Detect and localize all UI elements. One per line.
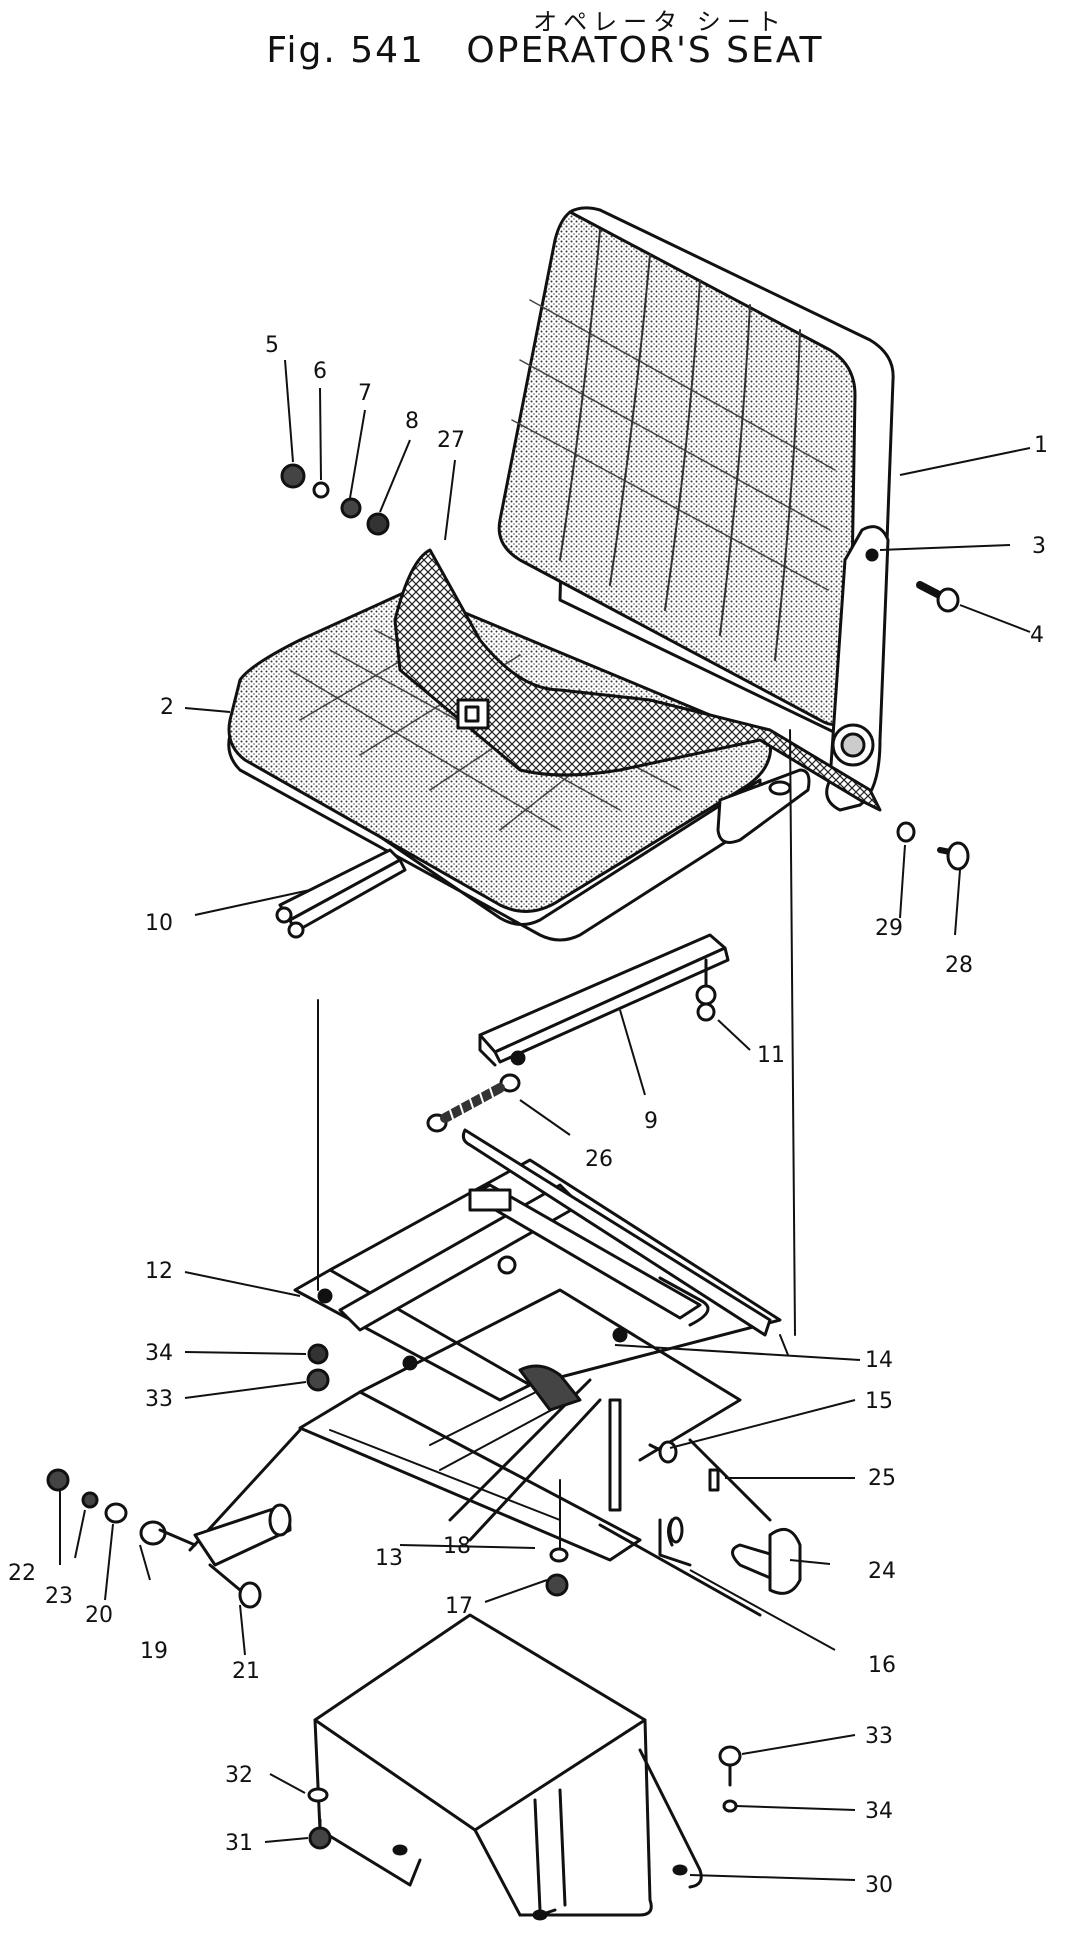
slide-rail-9 [478, 933, 730, 1067]
callout-19: 19 [140, 1639, 168, 1664]
callout-33-lower: 33 [865, 1724, 893, 1749]
nut-22 [46, 1468, 70, 1492]
pin-21 [208, 1563, 262, 1609]
washer-34-lower [722, 1799, 738, 1813]
callout-18: 18 [443, 1534, 471, 1559]
bolt-28 [937, 841, 970, 871]
japanese-title: オペレータ シート [533, 8, 787, 36]
callout-5: 5 [265, 333, 279, 358]
slide-rail-10 [275, 848, 407, 939]
damper-19 [139, 1428, 302, 1567]
callout-4: 4 [1030, 623, 1044, 648]
washer-7 [340, 497, 362, 519]
washer-23 [81, 1491, 99, 1509]
figure-title: Fig. 541 OPERATOR'S SEAT [0, 30, 1090, 71]
callout-16: 16 [868, 1653, 896, 1678]
washer-29 [896, 821, 916, 843]
leader-lines [59, 359, 1031, 1881]
callout-27: 27 [437, 428, 465, 453]
callout-7: 7 [358, 381, 372, 406]
washer-8 [366, 512, 390, 536]
washer-6 [312, 481, 330, 499]
callout-28: 28 [945, 953, 973, 978]
callout-23: 23 [45, 1584, 73, 1609]
callout-24: 24 [868, 1559, 896, 1584]
callout-10: 10 [145, 911, 173, 936]
callout-1: 1 [1034, 433, 1048, 458]
callout-25: 25 [868, 1466, 896, 1491]
callout-20: 20 [85, 1603, 113, 1628]
rear-bracket [716, 768, 811, 844]
callout-2: 2 [160, 695, 174, 720]
bolt-31 [308, 1818, 332, 1850]
callout-32: 32 [225, 1763, 253, 1788]
callout-15: 15 [865, 1389, 893, 1414]
suspension-upper-frame [293, 1128, 782, 1402]
suspension-lower-frame [298, 1288, 742, 1562]
callout-34-upper: 34 [145, 1341, 173, 1366]
seat-base-30 [313, 1613, 703, 1921]
callout-6: 6 [313, 359, 327, 384]
callout-labels: 1 2 3 4 5 6 7 8 9 10 11 12 13 14 15 16 1… [8, 333, 1048, 1898]
callout-33-upper: 33 [145, 1387, 173, 1412]
callout-22: 22 [8, 1561, 36, 1586]
pin-25 [708, 1468, 720, 1492]
callout-9: 9 [644, 1109, 658, 1134]
figure-name: OPERATOR'S SEAT [466, 30, 824, 71]
callout-26: 26 [585, 1147, 613, 1172]
bolt-4 [916, 581, 960, 613]
callout-21: 21 [232, 1659, 260, 1684]
callout-31: 31 [225, 1831, 253, 1856]
callout-17: 17 [445, 1594, 473, 1619]
callout-3: 3 [1032, 534, 1046, 559]
adjust-knob-24 [688, 1438, 802, 1595]
spring-26 [426, 1073, 521, 1133]
seat-backrest [497, 206, 895, 739]
washer-34-upper [307, 1343, 329, 1365]
bolt-33-lower [718, 1745, 742, 1787]
callout-29: 29 [875, 916, 903, 941]
callout-8: 8 [405, 409, 419, 434]
nut-33-upper [306, 1368, 330, 1392]
nut-5 [280, 463, 306, 489]
figure-number: Fig. 541 [266, 30, 425, 71]
seat-belt-mesh [393, 548, 882, 812]
adjust-rod-16 [598, 1516, 762, 1617]
callout-30: 30 [865, 1873, 893, 1898]
callout-34-lower: 34 [865, 1799, 893, 1824]
washer-32 [307, 1787, 329, 1803]
bolt-11 [695, 958, 717, 1022]
bushing-20 [104, 1502, 128, 1524]
callout-13: 13 [375, 1546, 403, 1571]
washer-18 [549, 1479, 569, 1563]
callout-11: 11 [757, 1043, 785, 1068]
nut-17 [545, 1573, 569, 1597]
callout-14: 14 [865, 1348, 893, 1373]
backrest-bracket [825, 525, 890, 812]
callout-12: 12 [145, 1259, 173, 1284]
